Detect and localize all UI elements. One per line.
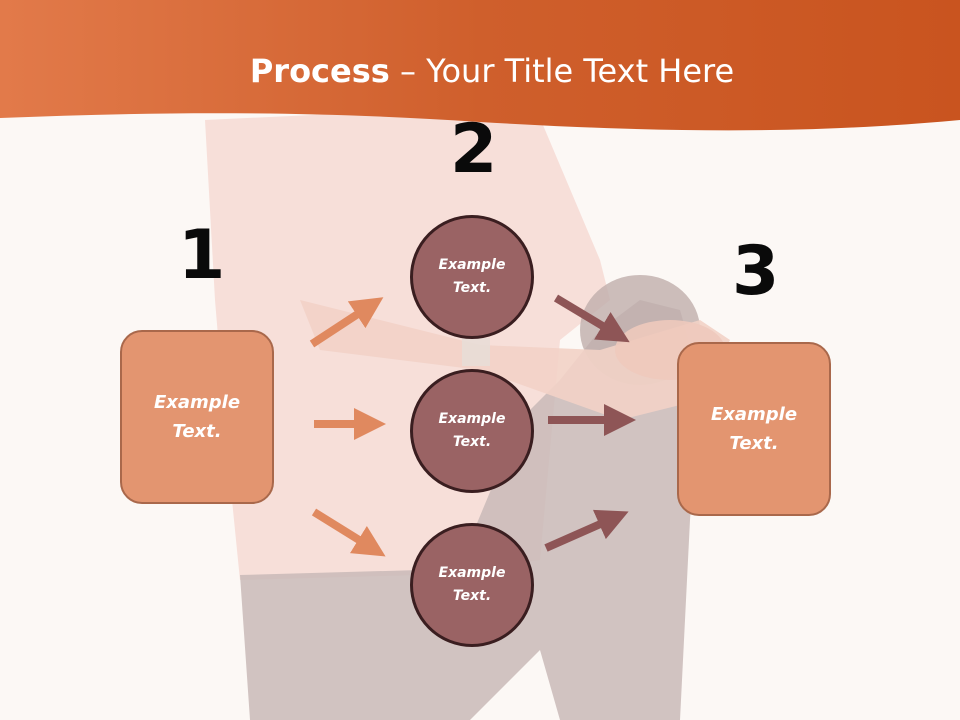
process-circle-middle-text: Example Text. — [438, 411, 506, 450]
process-circle-middle: Example Text. — [410, 369, 534, 493]
process-box-right: Example Text. — [677, 342, 831, 516]
step-number-1: 1 — [178, 216, 226, 295]
process-box-left: Example Text. — [120, 330, 274, 504]
process-box-left-text: Example Text. — [153, 392, 241, 442]
arrow-right-down — [553, 294, 630, 343]
arrow-right-up — [544, 509, 629, 552]
process-circle-bottom: Example Text. — [410, 523, 534, 647]
title-rest: Your Title Text Here — [426, 52, 735, 90]
arrow-left-down — [311, 508, 386, 557]
step-number-2: 2 — [450, 110, 498, 189]
header-band — [0, 0, 960, 131]
title-bold: Process — [249, 52, 390, 90]
arrow-left-up — [309, 297, 384, 348]
process-circle-bottom-text: Example Text. — [438, 565, 506, 604]
title-dash: – — [389, 52, 427, 90]
slide-title: Process – Your Title Text Here — [0, 52, 960, 90]
process-circle-top-text: Example Text. — [438, 257, 506, 296]
step-number-3: 3 — [732, 232, 780, 311]
process-box-right-text: Example Text. — [710, 404, 798, 454]
process-circle-top: Example Text. — [410, 215, 534, 339]
